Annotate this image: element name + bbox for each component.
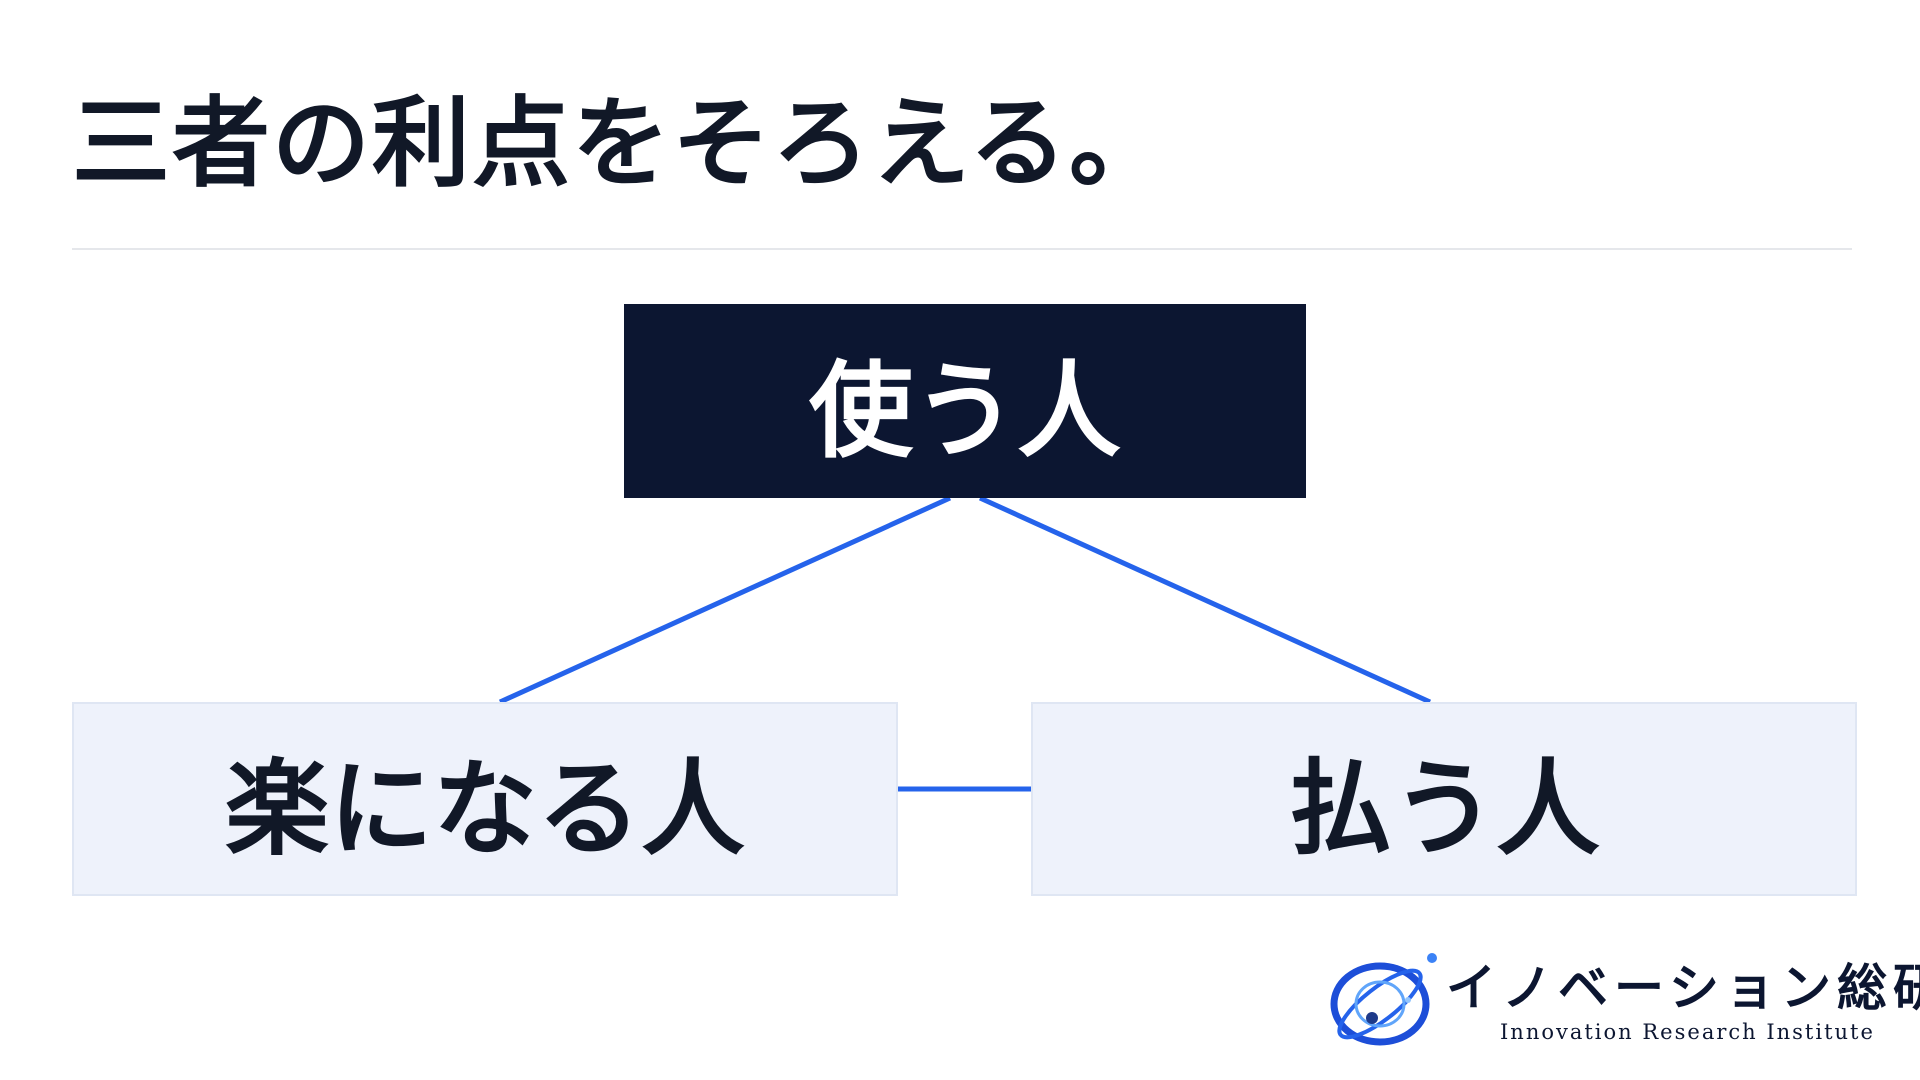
node-user: 使う人 (624, 304, 1306, 498)
company-logo: イノベーション総研 Innovation Research Institute (1328, 944, 1920, 1054)
page-title: 三者の利点をそろえる。 (72, 87, 1170, 201)
logo-name: イノベーション総研 (1446, 958, 1920, 1017)
node-payer: 払う人 (1031, 702, 1857, 896)
logo-subtitle: Innovation Research Institute (1500, 1020, 1875, 1044)
node-beneficiary: 楽になる人 (72, 702, 898, 896)
title-divider (72, 248, 1852, 250)
atom-orbit-icon (1330, 953, 1437, 1046)
connector-top-to-right (978, 495, 1432, 705)
connector-top-to-left (498, 495, 952, 705)
